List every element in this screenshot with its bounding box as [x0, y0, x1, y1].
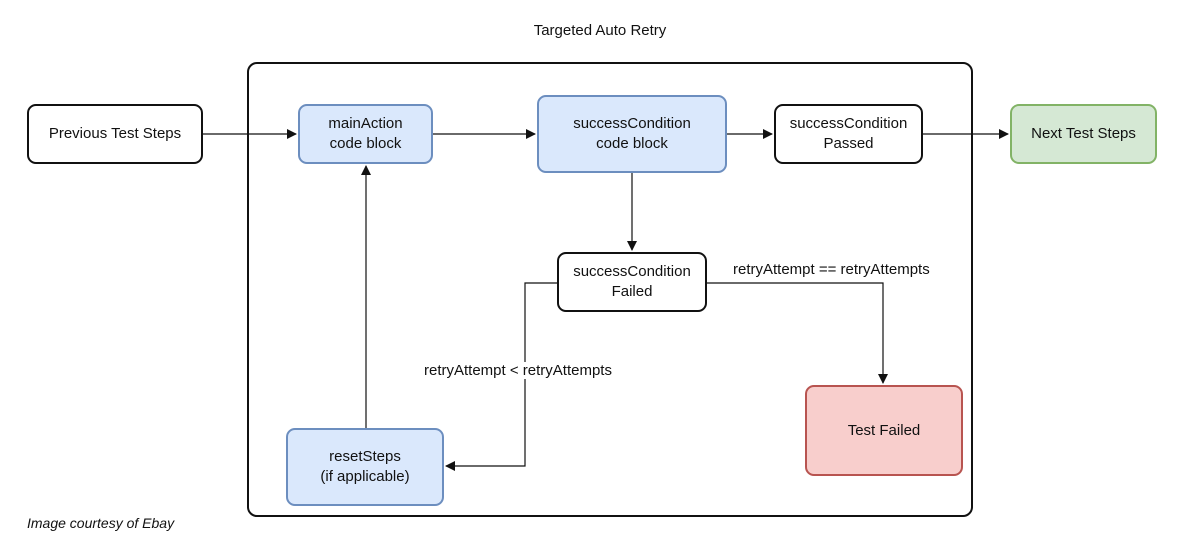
test-failed-node: Test Failed: [805, 385, 963, 476]
main-action-node: mainAction code block: [298, 104, 433, 164]
success-passed-node: successCondition Passed: [774, 104, 923, 164]
reset-steps-node: resetSteps (if applicable): [286, 428, 444, 506]
success-failed-node: successCondition Failed: [557, 252, 707, 312]
retry-equal-label: retryAttempt == retryAttempts: [733, 261, 930, 278]
previous-test-steps-node: Previous Test Steps: [27, 104, 203, 164]
edge-failed-to-test-failed: [707, 282, 888, 384]
next-test-steps-node: Next Test Steps: [1010, 104, 1157, 164]
success-condition-node: successCondition code block: [537, 95, 727, 173]
diagram-title: Targeted Auto Retry: [533, 22, 667, 39]
retry-boundary-frame: [247, 62, 973, 517]
image-caption: Image courtesy of Ebay: [27, 515, 175, 531]
retry-less-label: retryAttempt < retryAttempts: [424, 362, 612, 379]
